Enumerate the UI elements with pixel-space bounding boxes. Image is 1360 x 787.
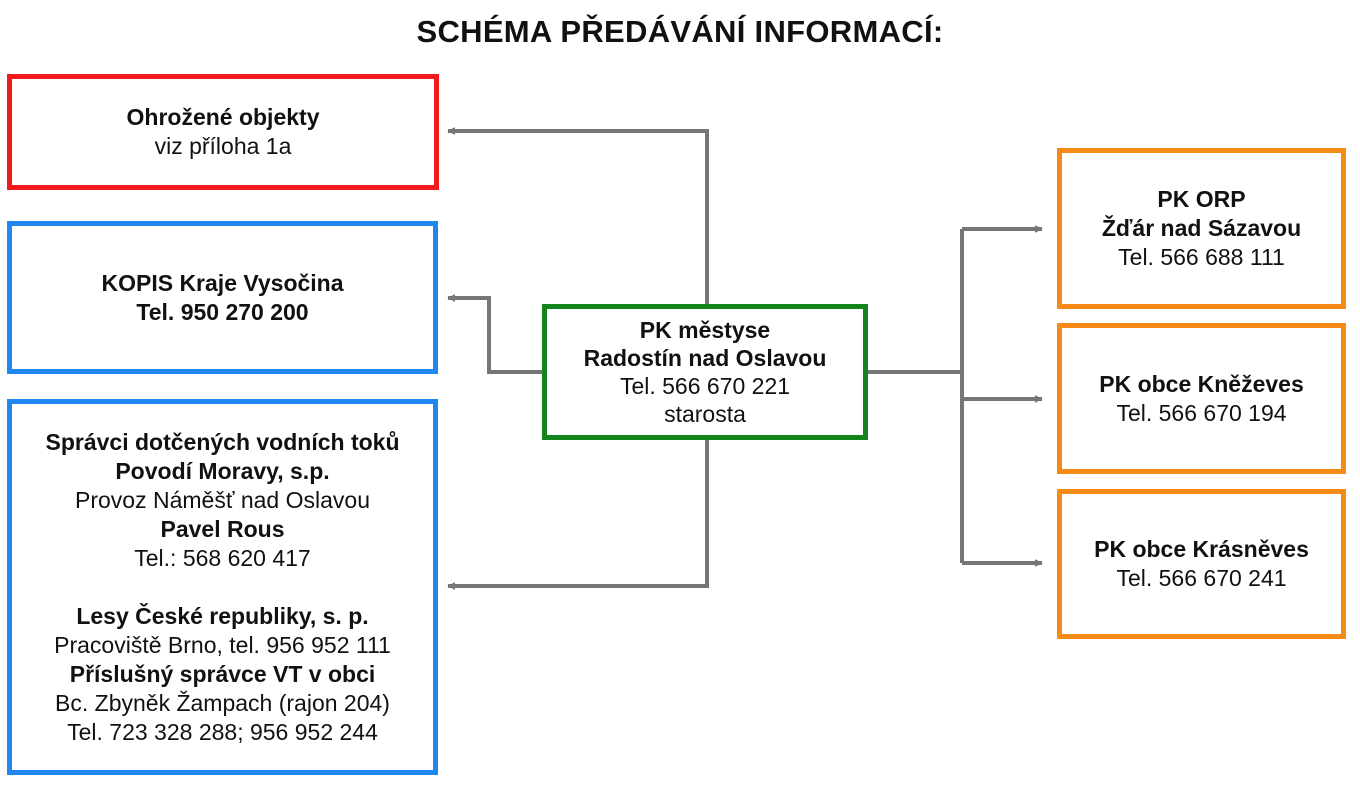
water-local-manager-name: Bc. Zbyněk Žampach (rajon 204) [55, 689, 390, 716]
orp-phone: Tel. 566 688 111 [1118, 244, 1285, 270]
box-threatened-objects: Ohrožené objekty viz příloha 1a [7, 74, 439, 190]
knezeves-name: PK obce Kněževes [1099, 370, 1304, 397]
box-water-managers: Správci dotčených vodních toků Povodí Mo… [7, 399, 438, 775]
water-lesy-branch: Pracoviště Brno, tel. 956 952 111 [54, 631, 391, 658]
center-name: Radostín nad Oslavou [583, 345, 827, 371]
box-center-municipality: PK městyse Radostín nad Oslavou Tel. 566… [542, 304, 868, 440]
knezeves-phone: Tel. 566 670 194 [1116, 399, 1287, 426]
diagram-title: SCHÉMA PŘEDÁVÁNÍ INFORMACÍ: [416, 14, 944, 49]
center-phone: Tel. 566 670 221 [619, 373, 791, 399]
water-local-manager-phone: Tel. 723 328 288; 956 952 244 [67, 718, 378, 745]
box-pk-knezeves: PK obce Kněževes Tel. 566 670 194 [1057, 323, 1346, 474]
threatened-note: viz příloha 1a [154, 133, 292, 159]
water-org-lesy: Lesy České republiky, s. p. [76, 602, 369, 629]
kopis-name: KOPIS Kraje Vysočina [101, 269, 344, 296]
water-local-manager-heading: Příslušný správce VT v obci [69, 660, 376, 687]
orp-name: Žďár nad Sázavou [1101, 215, 1302, 241]
krasneves-phone: Tel. 566 670 241 [1116, 565, 1287, 591]
box-pk-orp: PK ORP Žďár nad Sázavou Tel. 566 688 111 [1057, 148, 1346, 309]
center-role: starosta [664, 401, 746, 427]
water-povodi-branch: Provoz Náměšť nad Oslavou [75, 486, 370, 513]
box-kopis: KOPIS Kraje Vysočina Tel. 950 270 200 [7, 221, 438, 374]
water-heading: Správci dotčených vodních toků [45, 428, 400, 455]
water-org-povodi: Povodí Moravy, s.p. [115, 457, 330, 484]
arrow-to-kopis [447, 294, 542, 374]
arrow-to-threatened-objects [447, 127, 709, 304]
center-title: PK městyse [639, 317, 771, 343]
kopis-phone: Tel. 950 270 200 [136, 298, 309, 325]
arrow-to-water-managers [447, 440, 709, 590]
water-povodi-phone: Tel.: 568 620 417 [134, 544, 311, 571]
box-pk-krasneves: PK obce Krásněves Tel. 566 670 241 [1057, 489, 1346, 639]
orp-title: PK ORP [1157, 186, 1246, 212]
threatened-title: Ohrožené objekty [126, 104, 320, 130]
krasneves-name: PK obce Krásněves [1094, 536, 1309, 562]
water-povodi-contact: Pavel Rous [160, 515, 285, 542]
